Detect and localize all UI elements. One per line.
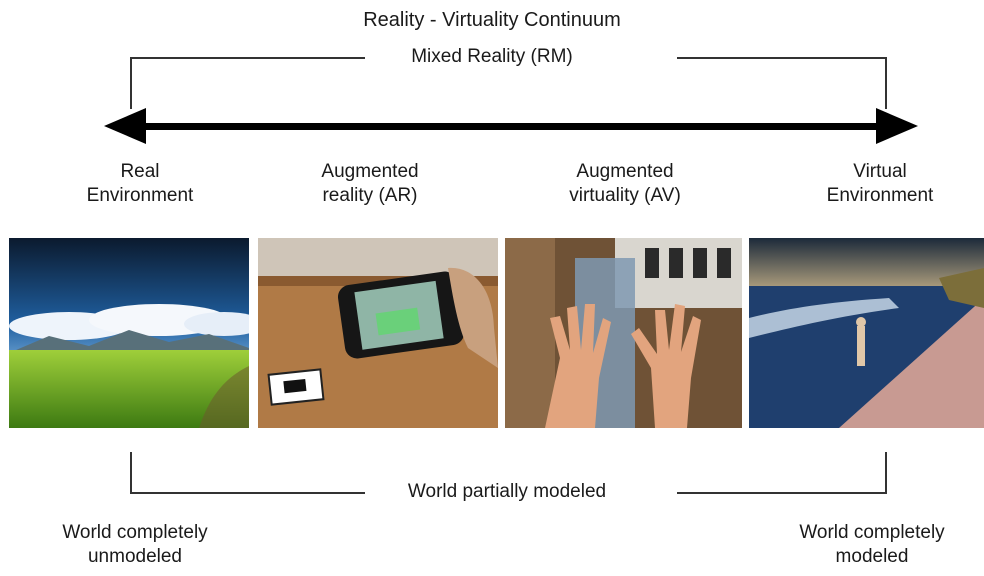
mr-bracket-left-drop <box>130 57 132 109</box>
augmented-virtuality-image <box>505 238 742 428</box>
bottom-bracket-right <box>677 492 887 494</box>
diagram-title: Reality - Virtuality Continuum <box>363 9 621 31</box>
real-environment-image <box>9 238 249 428</box>
stage-label-av: Augmented virtuality (AV) <box>569 161 681 206</box>
stage-label-real: Real Environment <box>86 161 194 206</box>
stage-label-virtual: Virtual Environment <box>826 161 934 206</box>
augmented-reality-image <box>258 238 498 428</box>
mixed-reality-label: Mixed Reality (RM) <box>411 46 573 67</box>
bottom-bracket-left-rise <box>130 452 132 494</box>
stage-label-ar: Augmented reality (AR) <box>321 161 419 206</box>
world-modeled-label: World completely modeled <box>799 522 945 567</box>
mr-bracket-right <box>677 57 887 59</box>
world-partially-modeled-label: World partially modeled <box>407 481 607 502</box>
bottom-bracket-left <box>130 492 365 494</box>
virtual-environment-image <box>749 238 984 428</box>
mr-bracket-right-drop <box>885 57 887 109</box>
world-unmodeled-label: World completely unmodeled <box>62 522 208 567</box>
bottom-bracket-right-rise <box>885 452 887 494</box>
continuum-double-arrow <box>104 108 918 144</box>
mr-bracket-left <box>130 57 365 59</box>
